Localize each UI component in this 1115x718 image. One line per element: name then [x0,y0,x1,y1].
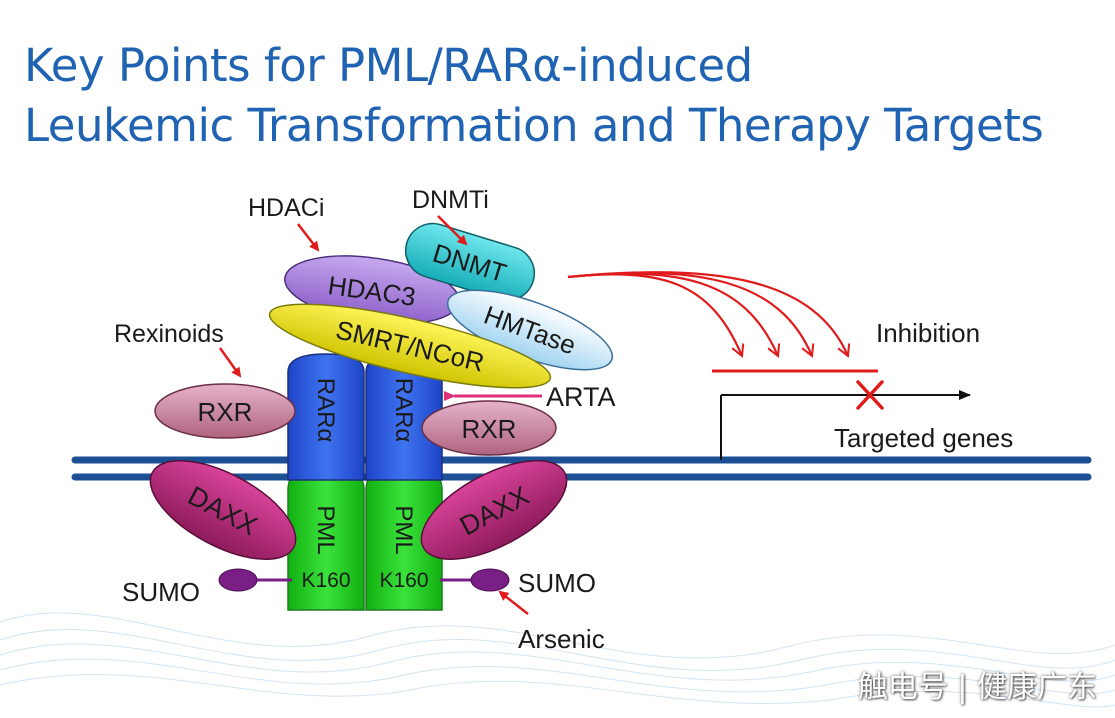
arsenic-label: Arsenic [518,624,605,654]
gene-promoter [720,390,971,460]
sumo-right-dot [470,568,510,592]
rexinoids-label: Rexinoids [114,320,224,348]
dna-strand [71,456,1092,481]
dnmti-arrow [437,215,468,246]
title-line-1: Key Points for PML/RARα-induced [24,39,753,92]
dnmti-label: DNMTi [412,186,489,214]
daxx-right: DAXX [420,460,568,560]
k160-right-label: K160 [379,569,428,592]
rxr-left-label: RXR [198,397,253,427]
targeted-genes-label: Targeted genes [834,423,1013,453]
arta-label: ARTA [546,382,616,412]
repression-arrows [567,271,848,356]
arsenic-arrow [498,590,529,615]
title-line-2: Leukemic Transformation and Therapy Targ… [24,99,1044,152]
sumo-left-dot [218,568,258,592]
rara-left-label: RARα [312,378,339,443]
rxr-right-label: RXR [462,414,517,444]
hdaci-label: HDACi [248,194,324,222]
rara-right-label: RARα [390,378,417,443]
k160-left-label: K160 [301,569,350,592]
sumo-right-label: SUMO [518,568,596,598]
sumo-left-label: SUMO [122,577,200,607]
watermark: 触电号 | 健康广东 [857,670,1097,705]
pml-left-label: PML [312,505,339,554]
daxx-left: DAXX [149,460,297,560]
pml-right-label: PML [390,505,417,554]
page-title: Key Points for PML/RARα-induced Leukemic… [24,36,1044,156]
inhibition-label: Inhibition [876,318,980,348]
background-waves [0,612,1115,708]
rara-left [287,353,365,481]
rxr-right: RXR [421,400,557,456]
dnmt: DNMT [404,222,536,302]
rexinoids-arrow [218,347,242,378]
hdaci-arrow [297,223,320,252]
block-x-icon [856,380,884,410]
rxr-left: RXR [154,383,296,439]
